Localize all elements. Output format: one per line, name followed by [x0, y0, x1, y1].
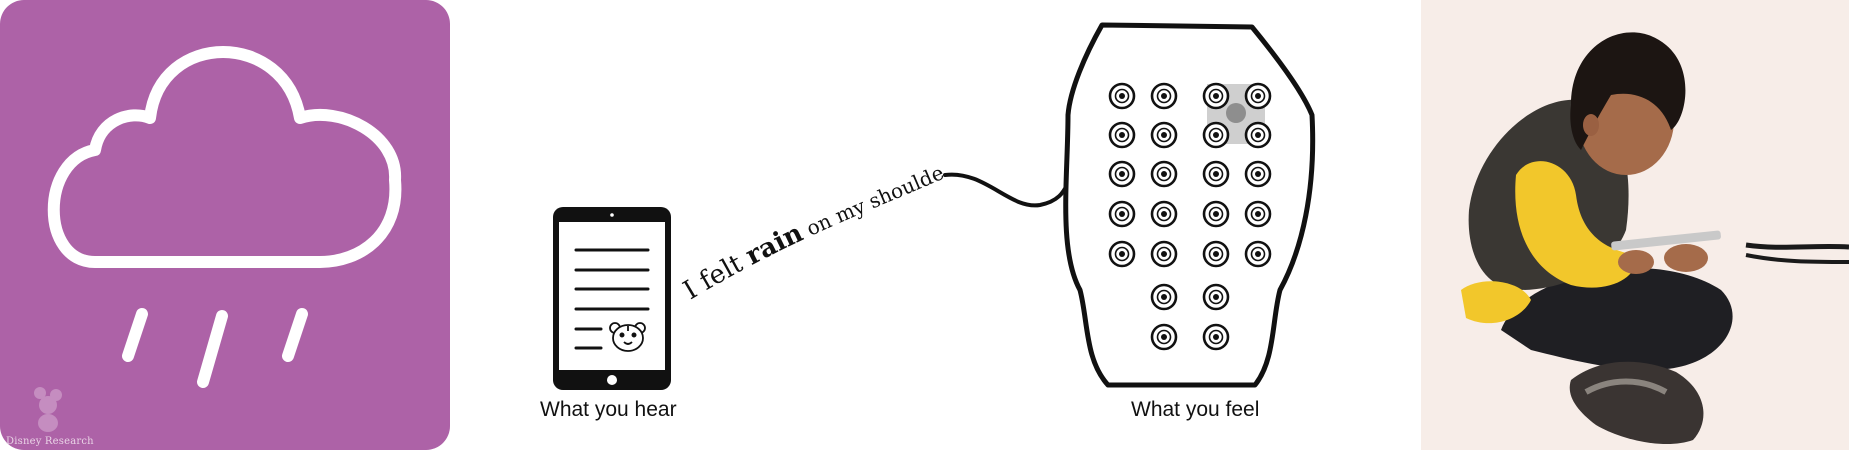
actuator-center	[1255, 93, 1261, 99]
actuator-center	[1213, 171, 1219, 177]
actuator-center	[1213, 334, 1219, 340]
actuator-ring	[1208, 166, 1224, 182]
speech-text-before: I felt	[678, 245, 755, 306]
tiger-face-icon	[609, 322, 646, 352]
speech-text-after: on my shoulder	[0, 0, 947, 243]
speech-text-bold: rain	[741, 218, 808, 271]
actuator-center	[1161, 294, 1167, 300]
actuator-ring	[1208, 289, 1224, 305]
actuator-center	[1119, 171, 1125, 177]
speech-text: I felt rain on my shoulder	[0, 0, 947, 306]
actuator-center	[1119, 93, 1125, 99]
actuator-center	[1213, 251, 1219, 257]
actuator-center	[1119, 251, 1125, 257]
actuator-center	[1161, 251, 1167, 257]
actuator-ring	[1250, 166, 1266, 182]
actuator-center	[1161, 334, 1167, 340]
actuator-center	[1161, 171, 1167, 177]
actuator-ring	[1114, 246, 1130, 262]
actuator-ring	[1250, 206, 1266, 222]
caption-what-you-hear: What you hear	[540, 398, 677, 421]
actuator-ring	[1156, 246, 1172, 262]
actuator-ring	[1114, 88, 1130, 104]
rain-cloud-icon	[47, 46, 402, 388]
actuator-center	[1255, 251, 1261, 257]
rain-icon-panel: Disney Research	[0, 0, 450, 450]
actuator-center	[1213, 132, 1219, 138]
actuator-ring	[1156, 289, 1172, 305]
actuator-ring	[1114, 206, 1130, 222]
logo-text: Disney Research	[6, 436, 94, 447]
actuator-center	[1119, 211, 1125, 217]
actuator-ring	[1250, 127, 1266, 143]
actuator-ring	[1208, 206, 1224, 222]
actuator-ring	[1156, 127, 1172, 143]
wave-line	[943, 172, 1074, 208]
actuator-ring	[1250, 88, 1266, 104]
actuator-center	[1161, 211, 1167, 217]
actuator-ring	[1208, 329, 1224, 345]
tablet-icon	[553, 207, 671, 390]
actuator-ring	[1114, 166, 1130, 182]
actuator-center	[1255, 171, 1261, 177]
actuator-center	[1161, 132, 1167, 138]
actuator-ring	[1156, 329, 1172, 345]
actuator-ring	[1250, 246, 1266, 262]
actuator-center	[1119, 132, 1125, 138]
actuator-center	[1213, 211, 1219, 217]
actuator-ring	[1208, 88, 1224, 104]
actuator-ring	[1156, 166, 1172, 182]
actuator-ring	[1156, 206, 1172, 222]
diagram: I felt rain on my shoulder	[0, 0, 1316, 390]
actuator-center	[1161, 93, 1167, 99]
actuator-center	[1213, 93, 1219, 99]
caption-what-you-feel: What you feel	[1131, 398, 1260, 421]
child-with-tablet-photo	[1421, 0, 1849, 450]
active-actuator-dot	[1226, 103, 1246, 123]
actuator-center	[1213, 294, 1219, 300]
mickey-logo-icon	[34, 387, 62, 432]
actuator-center	[1255, 211, 1261, 217]
haptic-vest-icon	[1063, 22, 1316, 388]
actuator-ring	[1208, 246, 1224, 262]
actuator-center	[1255, 132, 1261, 138]
actuator-ring	[1156, 88, 1172, 104]
actuator-ring	[1114, 127, 1130, 143]
actuator-ring	[1208, 127, 1224, 143]
